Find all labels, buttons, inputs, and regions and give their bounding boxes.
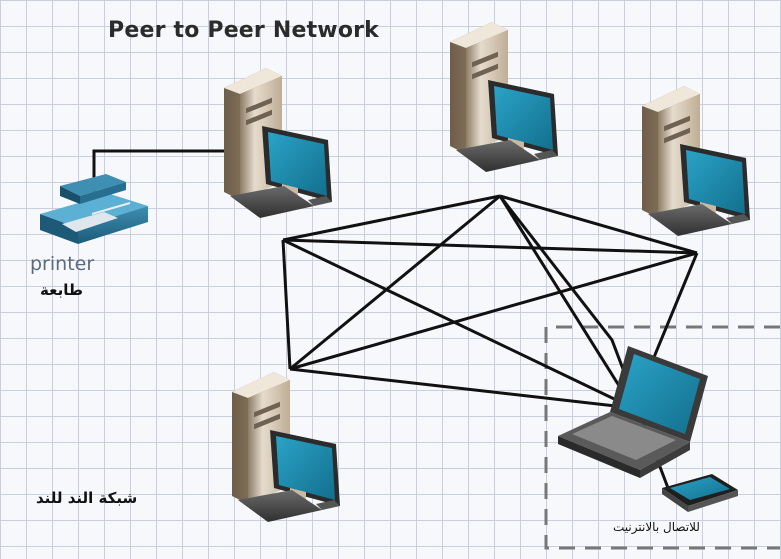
link-pc4-laptop xyxy=(289,367,634,410)
link-pc1-laptop xyxy=(282,238,634,410)
laptop-icon xyxy=(558,346,708,478)
link-pc2-pc4 xyxy=(289,194,501,371)
link-pc2-pc3 xyxy=(499,194,698,255)
desktop-computer-icon xyxy=(450,22,558,172)
desktop-computer-icon xyxy=(642,86,750,236)
link-pc1-pc4 xyxy=(281,239,292,370)
printer-label-arabic: طابعة xyxy=(40,281,83,299)
smartphone-icon xyxy=(662,474,738,512)
link-pc2-laptop xyxy=(498,195,635,409)
printer-icon xyxy=(40,174,148,244)
link-pc3-pc4 xyxy=(289,251,698,371)
link-pc1-pc3 xyxy=(282,238,698,255)
desktop-computer-icon xyxy=(232,372,340,522)
link-pc1-pc2 xyxy=(282,194,501,242)
diagram-title: Peer to Peer Network xyxy=(108,18,380,43)
network-label-arabic: شبكة الند للند xyxy=(36,489,138,507)
printer-label: printer xyxy=(30,253,95,275)
desktop-computer-icon xyxy=(224,68,332,218)
internet-zone-box xyxy=(544,325,780,550)
internet-label-arabic: للاتصال بالانترنيت xyxy=(613,520,700,534)
